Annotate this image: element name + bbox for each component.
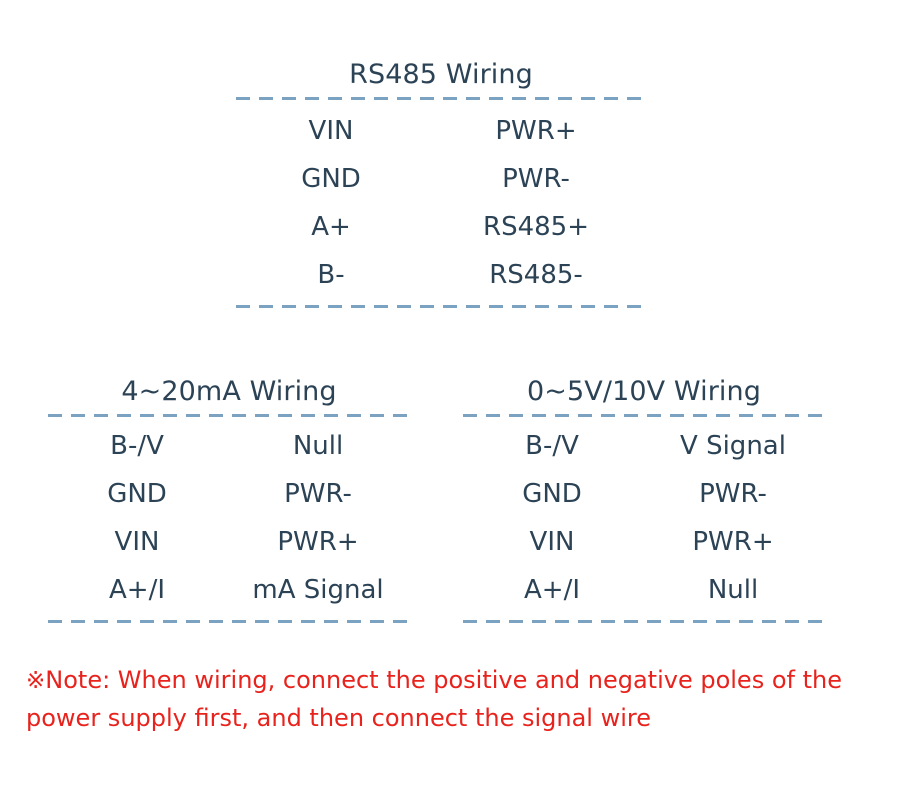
- voltage-rows: B-/V V Signal GND PWR- VIN PWR+ A+/I Nul…: [463, 417, 825, 614]
- voltage-top-divider: [463, 414, 825, 417]
- reference-mark-icon: ※: [26, 668, 46, 694]
- connection-label: RS485-: [489, 260, 583, 290]
- table-row: GND PWR-: [236, 155, 646, 203]
- terminal-label: A+/I: [109, 575, 165, 605]
- current-wiring-table: 4~20mA Wiring B-/V Null GND PWR- VIN PWR…: [48, 375, 410, 623]
- connection-label: PWR-: [284, 479, 352, 509]
- connection-label: RS485+: [483, 212, 589, 242]
- connection-label: PWR-: [699, 479, 767, 509]
- table-row: B-/V V Signal: [463, 422, 825, 470]
- wiring-note: ※Note: When wiring, connect the positive…: [26, 662, 884, 737]
- table-row: GND PWR-: [463, 470, 825, 518]
- connection-label: V Signal: [680, 431, 786, 461]
- terminal-label: A+/I: [524, 575, 580, 605]
- connection-label: Null: [707, 575, 759, 605]
- terminal-label: VIN: [529, 527, 575, 557]
- table-row: B-/V Null: [48, 422, 410, 470]
- rs485-bottom-divider: [236, 305, 646, 308]
- table-row: VIN PWR+: [48, 518, 410, 566]
- table-row: A+/I Null: [463, 566, 825, 614]
- rs485-wiring-table: RS485 Wiring VIN PWR+ GND PWR- A+ RS485+…: [236, 58, 646, 308]
- current-table-title: 4~20mA Wiring: [121, 376, 337, 407]
- current-top-divider: [48, 414, 410, 417]
- table-row: VIN PWR+: [236, 107, 646, 155]
- voltage-wiring-table: 0~5V/10V Wiring B-/V V Signal GND PWR- V…: [463, 375, 825, 623]
- table-row: A+/I mA Signal: [48, 566, 410, 614]
- connection-label: PWR+: [692, 527, 774, 557]
- table-row: A+ RS485+: [236, 203, 646, 251]
- terminal-label: GND: [107, 479, 167, 509]
- voltage-table-title: 0~5V/10V Wiring: [527, 376, 761, 407]
- connection-label: PWR-: [502, 164, 570, 194]
- rs485-top-divider: [236, 97, 646, 100]
- terminal-label: GND: [301, 164, 361, 194]
- current-rows: B-/V Null GND PWR- VIN PWR+ A+/I mA Sign…: [48, 417, 410, 614]
- terminal-label: GND: [522, 479, 582, 509]
- terminal-label: B-/V: [110, 431, 164, 461]
- terminal-label: A+: [311, 212, 351, 242]
- table-row: B- RS485-: [236, 251, 646, 299]
- connection-label: Null: [292, 431, 344, 461]
- voltage-bottom-divider: [463, 620, 825, 623]
- rs485-table-title: RS485 Wiring: [349, 59, 533, 90]
- wiring-note-text: Note: When wiring, connect the positive …: [26, 666, 842, 732]
- connection-label: PWR+: [495, 116, 577, 146]
- terminal-label: B-/V: [525, 431, 579, 461]
- terminal-label: VIN: [308, 116, 354, 146]
- current-bottom-divider: [48, 620, 410, 623]
- table-row: VIN PWR+: [463, 518, 825, 566]
- terminal-label: VIN: [114, 527, 160, 557]
- table-row: GND PWR-: [48, 470, 410, 518]
- connection-label: mA Signal: [252, 575, 384, 605]
- connection-label: PWR+: [277, 527, 359, 557]
- rs485-rows: VIN PWR+ GND PWR- A+ RS485+ B- RS485-: [236, 100, 646, 299]
- terminal-label: B-: [317, 260, 345, 290]
